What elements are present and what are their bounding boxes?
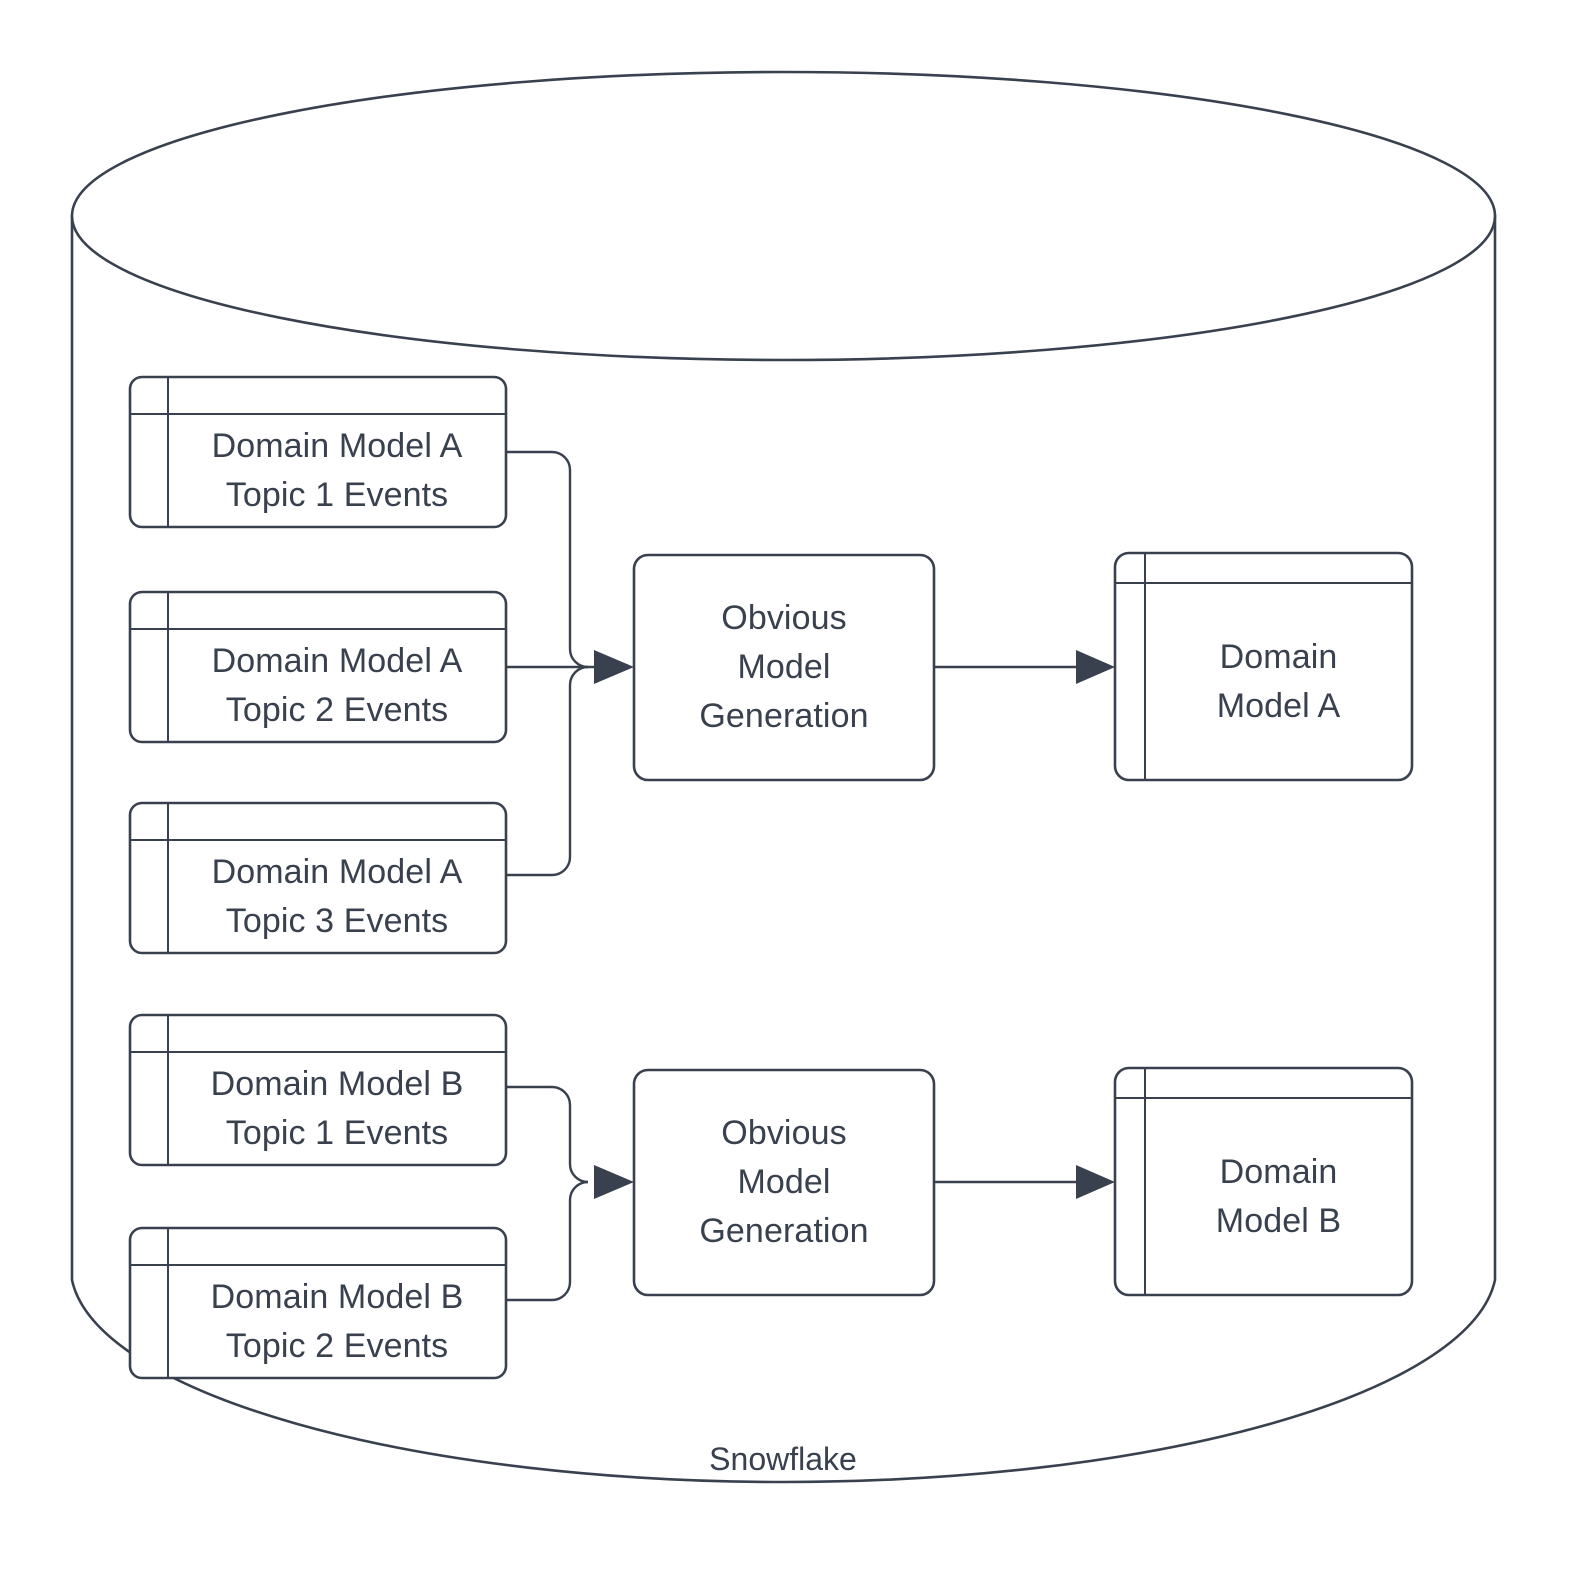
node-src-b1[interactable] <box>128 1013 508 1167</box>
node-out-a[interactable] <box>1113 551 1414 782</box>
node-proc-a[interactable] <box>632 553 936 782</box>
node-out-b[interactable] <box>1113 1066 1414 1297</box>
arrowhead-out-b-input <box>1076 1165 1115 1199</box>
connector-src-b1-to-proc-b <box>506 1085 589 1184</box>
connector-src-a3-to-proc-a <box>506 665 589 877</box>
node-src-a3[interactable] <box>128 801 508 955</box>
node-src-a2[interactable] <box>128 590 508 744</box>
arrowhead-proc-a-input <box>594 650 634 684</box>
connector-group-b <box>506 1085 1115 1302</box>
connector-group-a <box>506 450 1115 877</box>
connector-src-a1-to-proc-a <box>506 450 589 669</box>
node-src-b2[interactable] <box>128 1226 508 1380</box>
node-proc-b[interactable] <box>632 1068 936 1297</box>
arrowhead-proc-b-input <box>594 1165 634 1199</box>
node-src-a1[interactable] <box>128 375 508 529</box>
cylinder-label: Snowflake <box>709 1441 857 1477</box>
connector-src-b2-to-proc-b <box>506 1180 589 1302</box>
arrowhead-out-a-input <box>1076 650 1115 684</box>
